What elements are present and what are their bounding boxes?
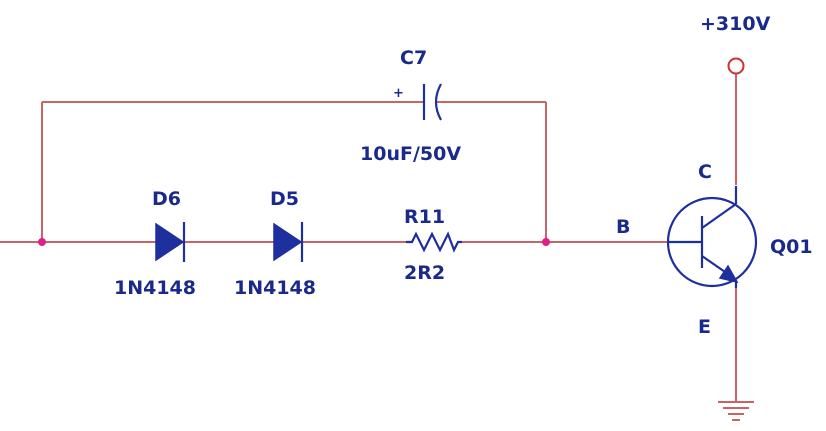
diode-d6-ref: D6 (152, 188, 181, 210)
transistor-emitter-pin: E (698, 316, 711, 338)
wires (0, 74, 737, 402)
supply-label: +310V (700, 13, 771, 35)
junction-left (38, 238, 46, 246)
capacitor-plate-curved (434, 83, 442, 121)
capacitor-polarity-mark: + (393, 86, 404, 101)
diode-d5-ref: D5 (270, 188, 299, 210)
diode-d6-triangle (155, 222, 185, 262)
transistor-emitter-arrow (718, 264, 739, 284)
ground-icon (718, 401, 754, 421)
junction-right (542, 238, 550, 246)
capacitor-ref: C7 (400, 47, 427, 69)
diode-d6-part: 1N4148 (114, 277, 196, 299)
transistor-emitter-lead (701, 255, 729, 275)
diode-d5-triangle (273, 222, 303, 262)
capacitor-value: 10uF/50V (360, 143, 461, 165)
transistor-base-pin: B (616, 216, 630, 238)
supply-terminal-icon (727, 57, 745, 75)
capacitor-c7: + (393, 83, 442, 121)
transistor-collector-lead (701, 203, 737, 229)
transistor-collector-pin: C (698, 161, 712, 183)
diode-d6-icon (155, 222, 186, 262)
resistor-ref: R11 (404, 206, 445, 228)
resistor-r11-icon (406, 231, 462, 253)
diode-d5-icon (273, 222, 304, 262)
transistor-ref: Q01 (770, 236, 813, 258)
resistor-value: 2R2 (404, 262, 445, 284)
diode-d5-part: 1N4148 (234, 277, 316, 299)
transistor-q01-icon (666, 186, 758, 288)
